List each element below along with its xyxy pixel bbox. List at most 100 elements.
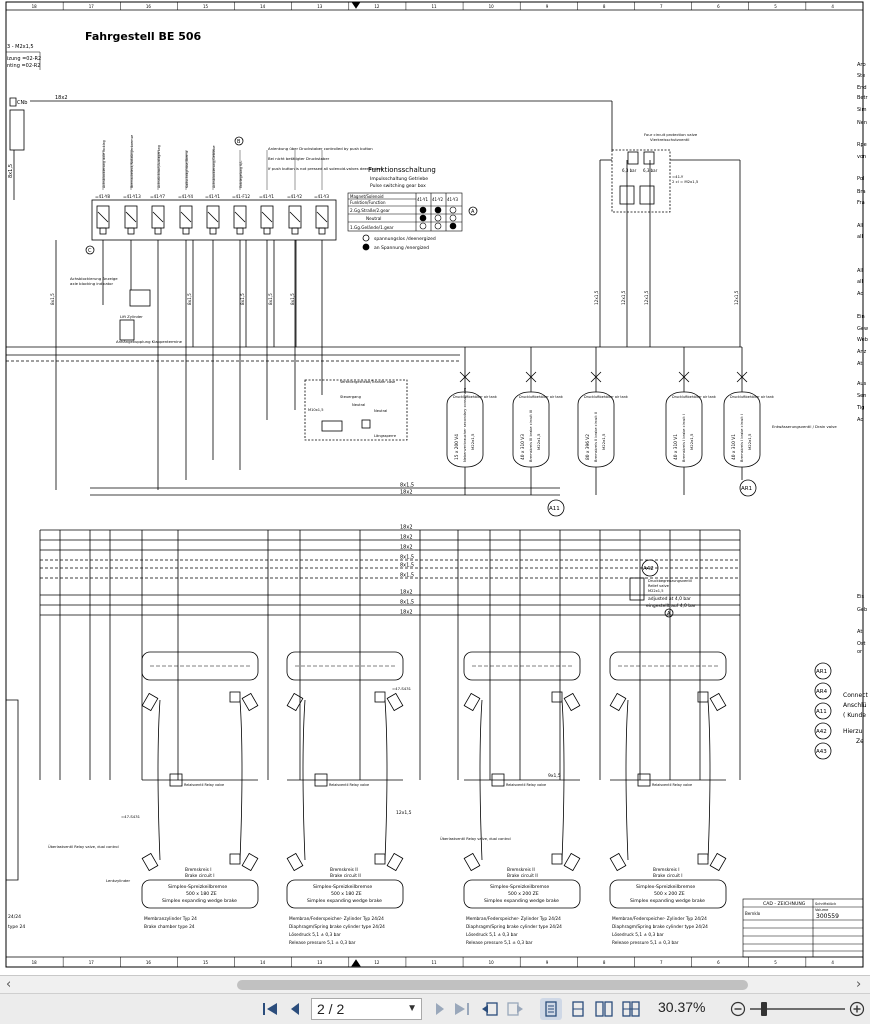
brake-cylinder: [241, 852, 259, 872]
ruler-number: 15: [203, 4, 209, 9]
tank-size: 40 x 310 V3: [520, 434, 526, 460]
page-number-input[interactable]: 2 / 2 ▼: [311, 998, 422, 1020]
valve-arrow: [316, 211, 328, 223]
legend-ref-circle: [814, 702, 832, 720]
facing-continuous-button[interactable]: [620, 998, 642, 1020]
edge-note: Tig: [856, 405, 864, 411]
valve-arrow: [289, 211, 301, 223]
protection-valve-element: [639, 185, 655, 205]
cylinder-type-en: Diaphragm/Spring brake cylinder type 24/…: [466, 924, 562, 930]
axle-housing: [609, 651, 727, 681]
sheet-title: Fahrgestell BE 506: [85, 30, 202, 43]
single-page-icon: [545, 1001, 557, 1017]
bus-label: 18x2: [400, 490, 413, 496]
right-edge-notes: ArbSteEndBetrSimNenRpevonPolBraFraAllall…: [856, 62, 868, 655]
sensor-box: [229, 691, 241, 703]
relief-setting: eingestellt auf 4,0 bar: [646, 603, 696, 609]
table-marker: A: [471, 209, 475, 215]
ref-a11: [547, 499, 565, 517]
header-fragment: izung =02-R2: [7, 56, 41, 62]
brake-hose: [561, 699, 565, 861]
edge-note: Ac: [857, 291, 863, 297]
next-page-button[interactable]: [430, 998, 450, 1020]
tank-label: Druckluftbehälter air tank: [584, 395, 628, 399]
side-text: Hierzu: [843, 728, 862, 735]
title-block-author: Bernklo: [745, 911, 761, 916]
cylinder-type-en: Diaphragm/Spring brake cylinder type 24/…: [289, 924, 385, 930]
bus-label: 18x2: [400, 545, 413, 551]
bus-label: 8x1,5: [400, 483, 414, 489]
edge-note: or: [857, 649, 863, 655]
ruler-number: 9: [546, 4, 549, 9]
ruler-number: 15: [203, 960, 209, 965]
zoom-out-button[interactable]: [728, 998, 748, 1020]
edge-note: von: [857, 154, 866, 160]
single-page-view-button[interactable]: [540, 998, 562, 1020]
sheet-border: [5, 1, 864, 968]
cable-label: 12x1,5: [734, 290, 739, 305]
bus-label: 8x1,5: [400, 563, 414, 569]
page-dropdown-icon[interactable]: ▼: [407, 1003, 417, 1014]
bus-label: 8x1,5: [400, 573, 414, 579]
scrollbar-thumb[interactable]: [237, 980, 748, 990]
valve-label: axle blocking indicator: [70, 281, 113, 286]
legend-ref-label: A43: [816, 749, 827, 755]
bus-label: 18x2: [400, 610, 413, 616]
transfer-label: Längssperre: [374, 434, 397, 438]
side-text: ( Kunde: [843, 712, 866, 719]
edge-note: Betr: [857, 95, 868, 101]
scroll-right-icon[interactable]: ›: [856, 977, 862, 992]
brake-circuit: Bremskreis II: [507, 867, 535, 873]
edge-note: Fra: [857, 200, 865, 206]
cable-label: 12x1,5: [396, 810, 412, 816]
ruler-number: 14: [260, 960, 266, 965]
valve-arrow: [180, 211, 192, 223]
last-page-button[interactable]: [452, 998, 472, 1020]
brake-cylinder: [609, 852, 627, 872]
zoom-slider[interactable]: [750, 1002, 845, 1016]
brake-hose: [239, 699, 243, 861]
zoom-in-button[interactable]: [847, 998, 867, 1020]
ruler-number: 13: [317, 4, 323, 9]
horizontal-scrollbar[interactable]: ‹ ›: [0, 975, 870, 994]
zoom-slider-knob[interactable]: [761, 1002, 767, 1016]
brake-circuit: Bremskreis II: [330, 867, 358, 873]
ruler-number: 11: [432, 4, 438, 9]
scroll-left-icon[interactable]: ‹: [6, 977, 12, 992]
valve-label: =41-Y13: [123, 194, 141, 199]
table-header: Magnet/Solenoid: [350, 194, 384, 199]
drain-label: Entwässerungsventil / Drain valve: [772, 424, 837, 429]
previous-page-button[interactable]: [285, 998, 305, 1020]
edge-note: Pol: [857, 176, 864, 182]
brake-cylinder: [563, 852, 581, 872]
history-forward-button[interactable]: [504, 998, 526, 1020]
edge-note: Gew: [857, 326, 868, 332]
tank-size: 40 x 310 V1: [673, 434, 679, 460]
legend-energized: an Spannung /energized: [374, 245, 429, 251]
brake-cylinder: [386, 692, 404, 712]
cable-label: 8x1,5: [290, 293, 295, 305]
tank-circuit: Bremskreis III brake circuit III: [529, 410, 533, 462]
cylinder-type: Membranzylinder Typ 24: [144, 916, 197, 922]
history-back-button[interactable]: [479, 998, 501, 1020]
facing-pages-button[interactable]: [593, 998, 615, 1020]
valve-label: =41-Y7: [150, 194, 165, 199]
pressure-label: 6,3 bar: [622, 168, 637, 173]
tank-thread: M22x1,5: [689, 433, 694, 450]
continuous-view-button[interactable]: [567, 998, 589, 1020]
relief-label: M22x1,5: [648, 589, 664, 593]
cable-label: 12x1,5: [644, 290, 649, 305]
ruler-number: 5: [774, 4, 777, 9]
relief-label: Druckbegrenzungsventil: [648, 579, 692, 583]
table-row-label: Neutral: [366, 216, 381, 221]
first-page-button[interactable]: [260, 998, 280, 1020]
edge-note: Eis: [857, 594, 865, 600]
valve-label: =41-Y1: [259, 194, 274, 199]
brake-cylinder: [286, 852, 304, 872]
function-table-subtitle: Impulsschaltung Getriebe: [370, 176, 428, 182]
component-label: Lenkzylinder: [106, 878, 130, 883]
edge-note: Ein: [857, 314, 865, 320]
valve-port: [263, 227, 271, 235]
